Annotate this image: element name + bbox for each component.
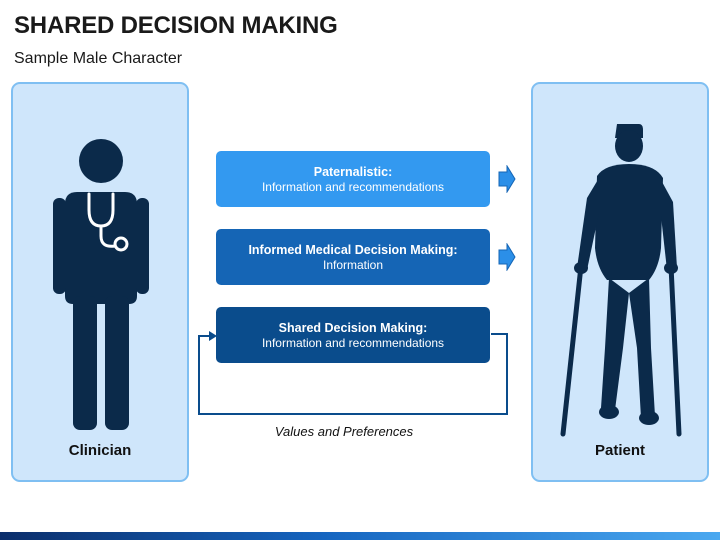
paternalistic-subtitle: Information and recommendations [261, 179, 445, 194]
arrow-right-icon [498, 243, 516, 271]
arrow-right-icon [498, 165, 516, 193]
patient-panel: Patient [531, 82, 709, 482]
clinician-label: Clinician [68, 442, 132, 459]
doctor-icon [53, 139, 149, 430]
feedback-loop-connector [198, 331, 508, 415]
informed-decision-title: Informed Medical Decision Making: [248, 242, 458, 257]
informed-decision-subtitle: Information [322, 257, 384, 272]
shared-decision-subtitle: Information and recommendations [261, 335, 445, 350]
paternalistic-title: Paternalistic: [313, 164, 393, 179]
patient-with-crutches-icon [560, 124, 682, 437]
patient-label: Patient [594, 442, 645, 459]
values-preferences-label: Values and Preferences [274, 424, 414, 439]
informed-decision-box: Informed Medical Decision Making: Inform… [216, 229, 490, 285]
bottom-accent-bar [0, 532, 720, 540]
page-subtitle: Sample Male Character [14, 50, 183, 67]
shared-decision-box: Shared Decision Making: Information and … [216, 307, 490, 363]
paternalistic-box: Paternalistic: Information and recommend… [216, 151, 490, 207]
page-title: SHARED DECISION MAKING [14, 12, 338, 39]
clinician-panel: Clinician [11, 82, 189, 482]
shared-decision-title: Shared Decision Making: [278, 320, 428, 335]
